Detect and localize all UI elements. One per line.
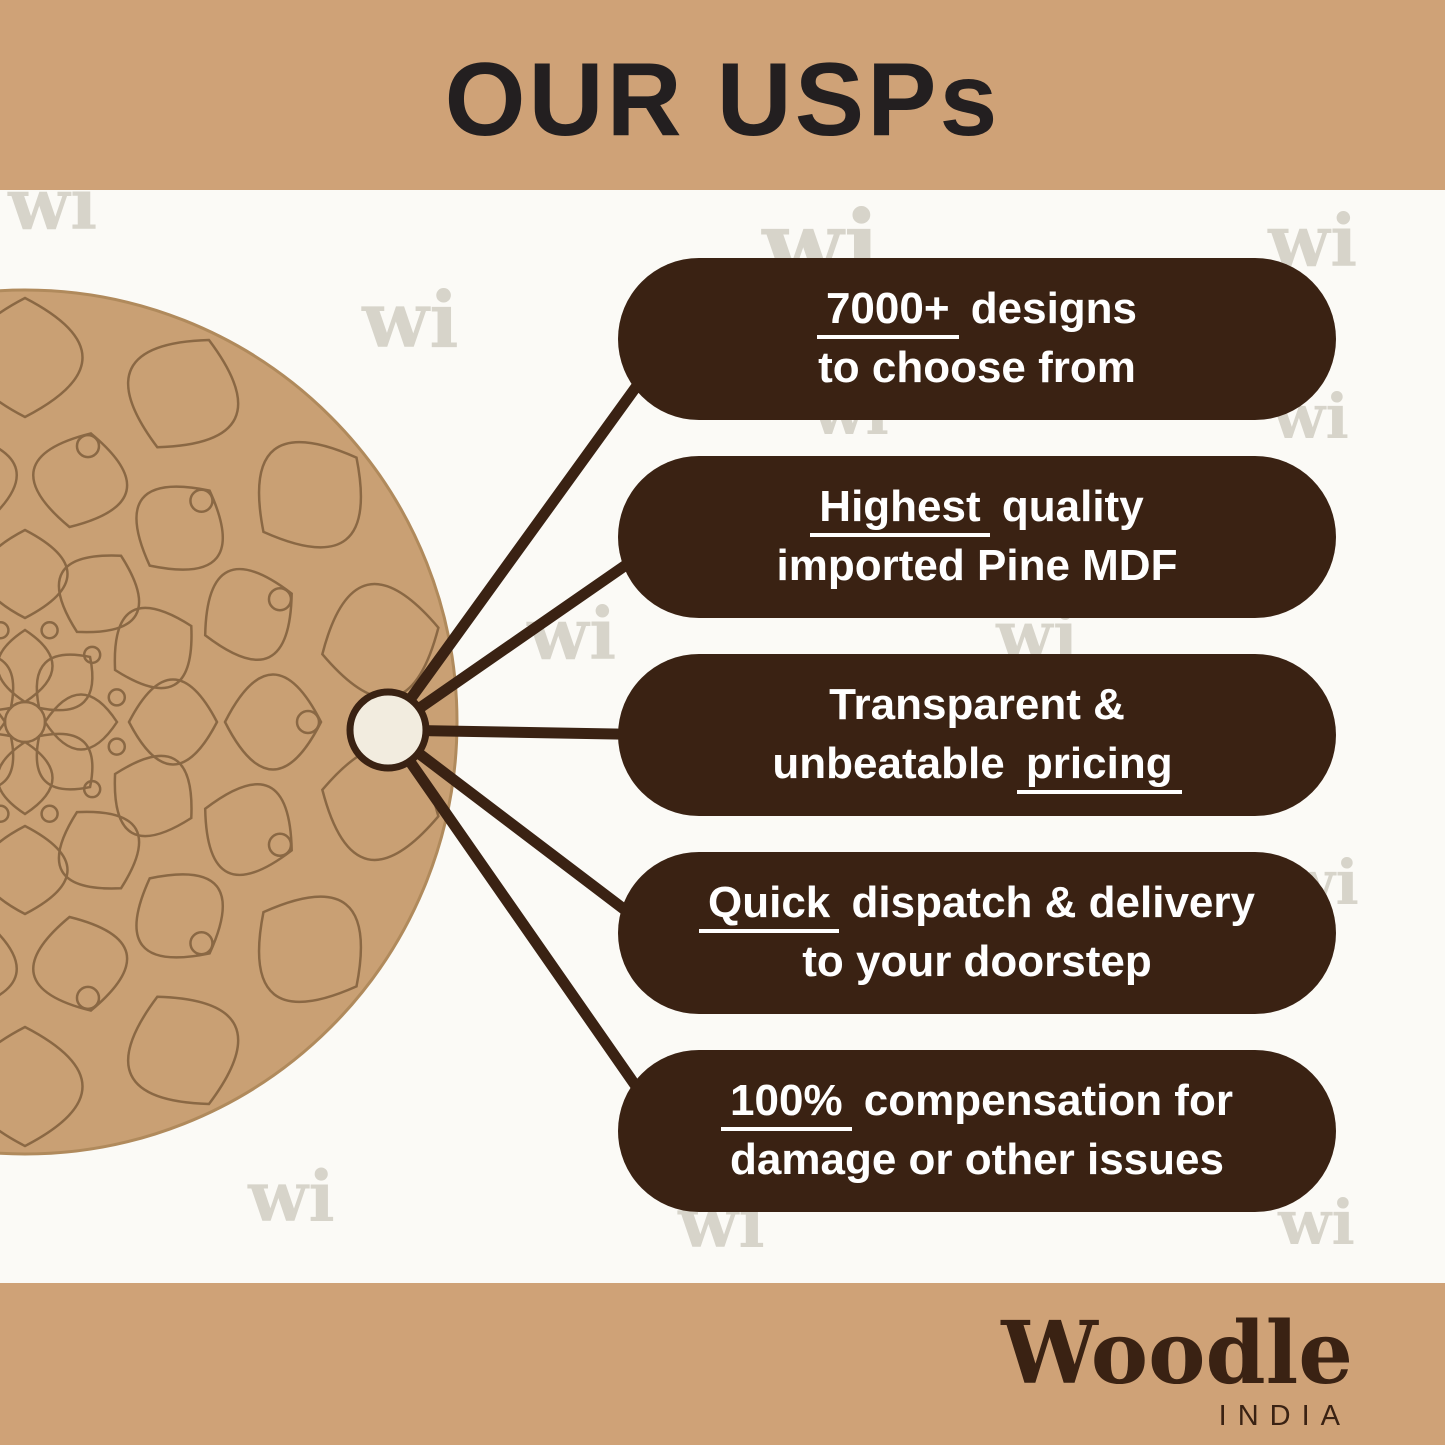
watermark-monogram: wi (362, 275, 459, 366)
usp-line: 7000+ designs (816, 280, 1137, 340)
footer-band (0, 1283, 1445, 1445)
usp-line: damage or other issues (730, 1135, 1224, 1184)
usp-line: to choose from (818, 343, 1136, 392)
brand-country: INDIA (1218, 1400, 1351, 1432)
usp-line: 100% compensation for (721, 1072, 1233, 1132)
hub-circle (346, 688, 430, 772)
watermark-monogram: wi (248, 1155, 335, 1238)
usp-line: Transparent & (829, 680, 1125, 730)
usp-pill: Transparent &unbeatable pricing (618, 654, 1336, 816)
watermark-monogram: wi (527, 591, 617, 676)
page-title: OUR USPs (444, 41, 1001, 158)
usp-line: Highest quality (810, 478, 1144, 538)
usp-line: unbeatable pricing (772, 735, 1182, 794)
usp-line: Quick dispatch & delivery (699, 874, 1255, 934)
connector-lines (382, 334, 678, 1144)
usp-line: imported Pine MDF (776, 541, 1178, 590)
brand-name: Woodle (1001, 1303, 1353, 1405)
usp-line: to your doorstep (802, 937, 1152, 986)
header-band: OUR USPs (0, 0, 1445, 190)
mandala-artwork (0, 288, 459, 1156)
brand-logo: Woodle INDIA (1001, 1310, 1353, 1433)
